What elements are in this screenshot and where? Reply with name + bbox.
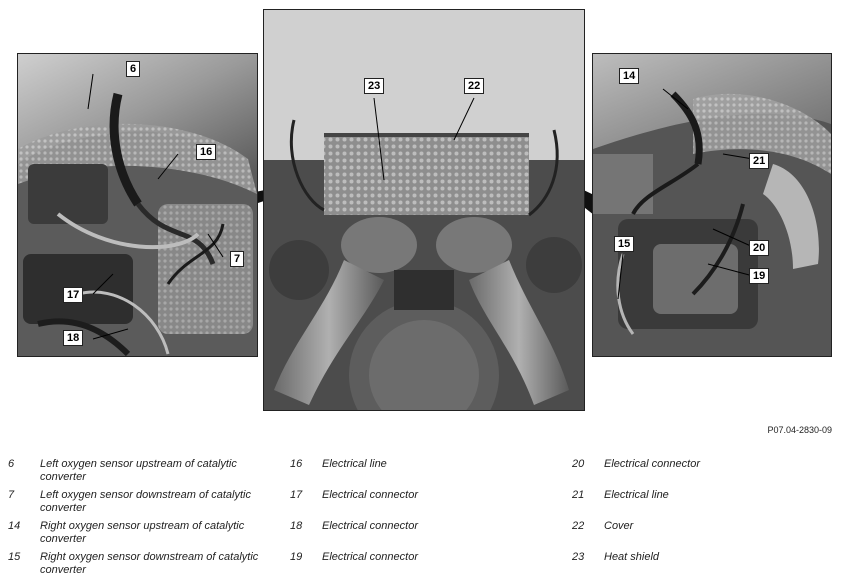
callout-19: 19 xyxy=(749,268,770,284)
legend-number: 23 xyxy=(572,551,585,563)
legend-text: Electrical line xyxy=(322,458,387,470)
callout-20: 20 xyxy=(749,240,770,256)
legend-text: Cover xyxy=(604,520,634,532)
legend-number: 22 xyxy=(572,520,585,532)
right-engine-photo xyxy=(592,53,832,357)
legend-number: 18 xyxy=(290,520,303,532)
legend-text: Electrical connector xyxy=(322,489,418,501)
legend-text: Electrical connector xyxy=(322,551,418,563)
legend-number: 15 xyxy=(8,551,21,563)
callout-18: 18 xyxy=(63,330,84,346)
callout-23: 23 xyxy=(364,78,385,94)
legend-number: 20 xyxy=(572,458,585,470)
callout-7: 7 xyxy=(230,251,245,267)
callout-6: 6 xyxy=(126,61,141,77)
legend-text: Electrical connector xyxy=(322,520,418,532)
legend-text: Electrical line xyxy=(604,489,669,501)
legend-number: 19 xyxy=(290,551,303,563)
legend-number: 6 xyxy=(8,458,15,470)
legend-number: 7 xyxy=(8,489,15,501)
callout-15: 15 xyxy=(614,236,635,252)
figure-reference: P07.04-2830-09 xyxy=(767,425,832,435)
callout-16: 16 xyxy=(196,144,217,160)
legend-text: Heat shield xyxy=(604,551,660,563)
callout-22: 22 xyxy=(464,78,485,94)
legend-text: Right oxygen sensor downstream of cataly… xyxy=(40,551,259,576)
legend-text: Electrical connector xyxy=(604,458,700,470)
legend-text: Left oxygen sensor downstream of catalyt… xyxy=(40,489,251,514)
legend-number: 17 xyxy=(290,489,303,501)
callout-21: 21 xyxy=(749,153,770,169)
legend-number: 16 xyxy=(290,458,303,470)
legend-number: 21 xyxy=(572,489,585,501)
left-engine-photo xyxy=(17,53,258,357)
center-engine-photo xyxy=(263,9,585,411)
legend-text: Left oxygen sensor upstream of catalytic… xyxy=(40,458,237,483)
callout-17: 17 xyxy=(63,287,84,303)
callout-14: 14 xyxy=(619,68,640,84)
legend-number: 14 xyxy=(8,520,21,532)
legend-text: Right oxygen sensor upstream of catalyti… xyxy=(40,520,245,545)
